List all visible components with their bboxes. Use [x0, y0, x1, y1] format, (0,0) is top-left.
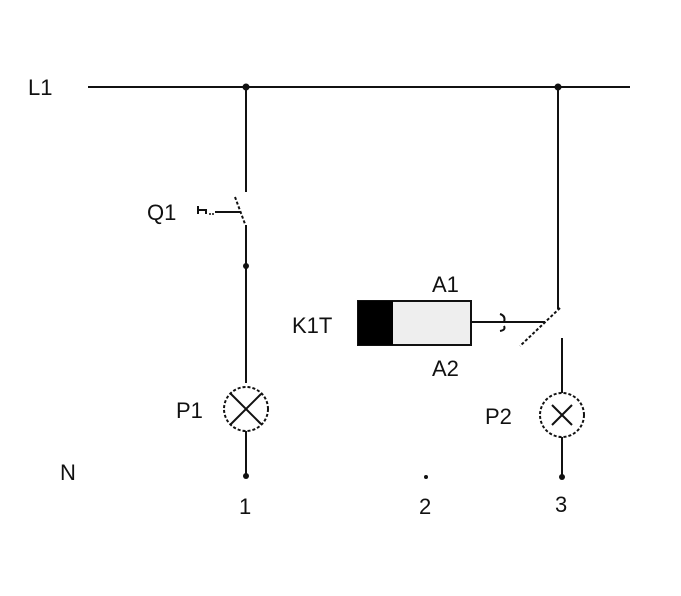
p1-lamp [223, 386, 269, 479]
terminal-1-label: 1 [239, 494, 251, 519]
terminal-dot-2 [424, 475, 428, 479]
p1-lamp-circle [223, 386, 269, 432]
k1t-a2-label: A2 [432, 356, 459, 381]
terminal-3-label: 3 [555, 492, 567, 517]
l1-label: L1 [28, 75, 52, 100]
terminal-2-label: 2 [419, 494, 431, 519]
k1t-label: K1T [292, 313, 332, 338]
p2-lamp-circle [539, 392, 585, 438]
p1-label: P1 [176, 398, 203, 423]
q1-contact-blade [234, 196, 246, 225]
junction-dot-q1 [243, 263, 249, 269]
terminal-dot-3 [559, 474, 565, 480]
terminal-dot-1 [243, 473, 249, 479]
k1t-contact [519, 87, 563, 393]
n-label: N [60, 460, 76, 485]
p2-label: P2 [485, 404, 512, 429]
q1-switch [197, 87, 249, 383]
p1-cross-b [230, 393, 262, 425]
k1t-a1-label: A1 [432, 272, 459, 297]
q1-label: Q1 [147, 200, 176, 225]
p2-cross-b [551, 404, 573, 426]
k1t-delay-symbol [499, 313, 506, 332]
k1t-contact-blade [519, 307, 561, 347]
p2-lamp [539, 392, 585, 480]
q1-pushbutton-icon [197, 206, 207, 214]
k1t-coil [357, 300, 545, 346]
k1t-coil-block [358, 301, 393, 345]
